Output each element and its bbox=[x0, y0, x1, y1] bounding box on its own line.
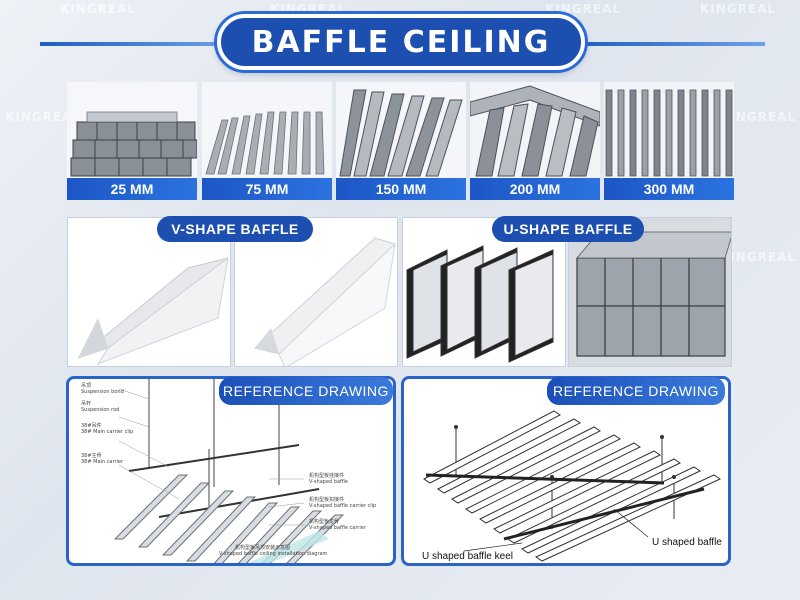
baffle-photo-300 bbox=[604, 82, 734, 178]
callout-u-baffle: U shaped baffle bbox=[652, 537, 722, 548]
size-card-75: 75 MM bbox=[202, 82, 332, 200]
size-label: 300 MM bbox=[604, 178, 734, 200]
note-main-carrier-clip-cn: 38#吊件 bbox=[81, 423, 102, 429]
title-divider-right bbox=[575, 42, 765, 46]
note-main-carrier-clip: 38# Main carrier clip bbox=[81, 429, 134, 435]
size-label: 200 MM bbox=[470, 178, 600, 200]
u-baffle-photo-2 bbox=[568, 217, 732, 367]
note-suspension-bond: Suspension bond bbox=[81, 389, 124, 395]
diagram-caption-cn: 机构型板吊顶安装示意图 bbox=[235, 545, 291, 551]
size-card-150: 150 MM bbox=[336, 82, 466, 200]
watermark-text: KINGREAL bbox=[700, 2, 777, 16]
note-v-baffle-carrier-cn: 机构型板龙骨 bbox=[309, 519, 340, 525]
size-label: 75 MM bbox=[202, 178, 332, 200]
size-label: 25 MM bbox=[67, 178, 197, 200]
watermark-text: KINGREAL bbox=[545, 2, 622, 16]
baffle-photo-75 bbox=[202, 82, 332, 178]
u-shape-baffle-label: U-SHAPE BAFFLE bbox=[492, 216, 644, 242]
size-card-25: 25 MM bbox=[67, 82, 197, 200]
v-shape-baffle-label: V-SHAPE BAFFLE bbox=[157, 216, 313, 242]
v-baffle-photo-2 bbox=[234, 217, 398, 367]
callout-u-baffle-keel: U shaped baffle keel bbox=[422, 551, 513, 562]
note-main-carrier-cn: 38#主骨 bbox=[81, 453, 102, 459]
note-v-baffle-carrier: V-shaped baffle carrier bbox=[309, 525, 366, 531]
reference-drawing-v: 吊顶 Suspension bond 吊杆 Suspension rod 38#… bbox=[66, 376, 396, 566]
size-card-300: 300 MM bbox=[604, 82, 734, 200]
note-v-baffle: V-shaped baffle bbox=[309, 479, 348, 485]
note-suspension-rod: Suspension rod bbox=[81, 407, 120, 413]
note-v-baffle-cn: 机构型板挂接件 bbox=[309, 473, 345, 479]
note-suspension-rod-cn: 吊杆 bbox=[81, 401, 92, 407]
baffle-photo-200 bbox=[470, 82, 600, 178]
u-baffle-photo-1 bbox=[402, 217, 566, 367]
reference-drawing-u: U shaped baffle keel U shaped baffle bbox=[401, 376, 731, 566]
page-title: BAFFLE CEILING bbox=[217, 14, 585, 70]
v-baffle-photo-1 bbox=[67, 217, 231, 367]
size-card-200: 200 MM bbox=[470, 82, 600, 200]
baffle-photo-25 bbox=[67, 82, 197, 178]
note-v-baffle-clip: V-shaped baffle carrier clip bbox=[309, 503, 377, 509]
watermark-text: KINGREAL bbox=[720, 250, 797, 264]
diagram-caption: V-shaped baffle ceiling installation dia… bbox=[219, 551, 328, 557]
reference-drawing-label-left: REFERENCE DRAWING bbox=[219, 377, 393, 405]
watermark-text: KINGREAL bbox=[270, 2, 347, 16]
watermark-text: KINGREAL bbox=[5, 110, 82, 124]
note-v-baffle-clip-cn: 机构型板扣接件 bbox=[309, 497, 345, 503]
title-divider-left bbox=[40, 42, 230, 46]
page-title-text: BAFFLE CEILING bbox=[251, 24, 551, 60]
note-main-carrier: 38# Main carrier bbox=[81, 459, 124, 465]
reference-drawing-label-right: REFERENCE DRAWING bbox=[547, 377, 725, 405]
watermark-text: KINGREAL bbox=[720, 110, 797, 124]
baffle-photo-150 bbox=[336, 82, 466, 178]
watermark-text: KINGREAL bbox=[60, 2, 137, 16]
size-label: 150 MM bbox=[336, 178, 466, 200]
note-suspension-bond-cn: 吊顶 bbox=[81, 383, 92, 389]
